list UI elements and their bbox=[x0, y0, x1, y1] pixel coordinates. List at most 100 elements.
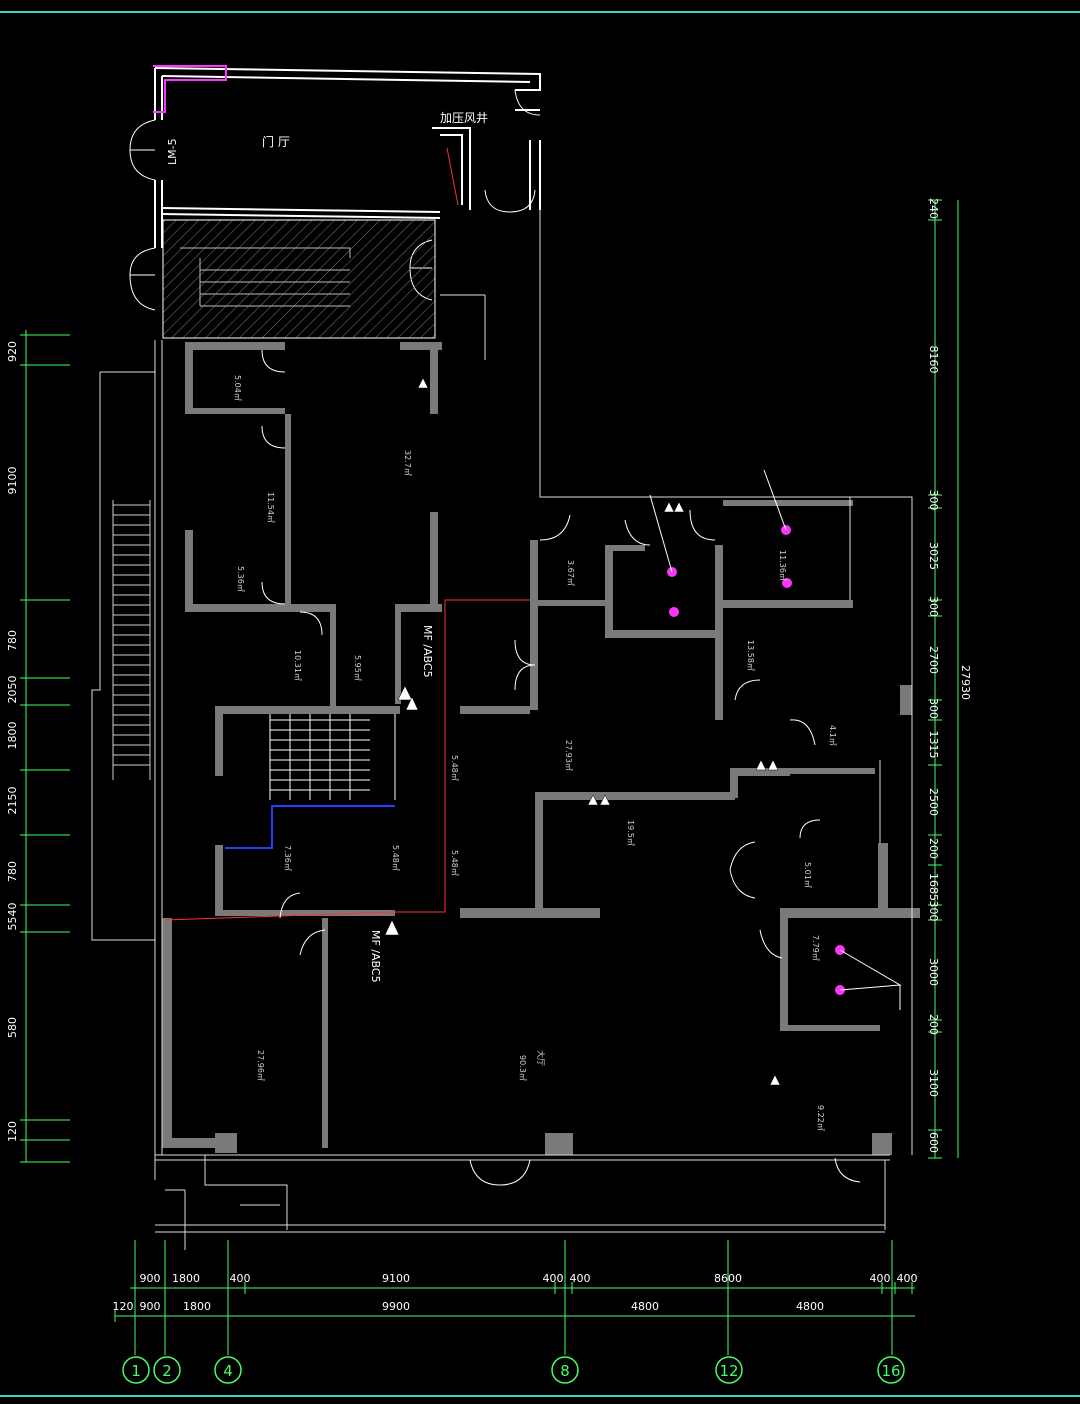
room-area-21: 4.1㎡ bbox=[828, 725, 837, 746]
right-dimension-chain: 2408160300302530027003001315250020016853… bbox=[927, 198, 972, 1159]
bottom-dim-b-4: 4800 bbox=[631, 1300, 659, 1313]
lobby-label: 门 厅 bbox=[262, 134, 290, 149]
room-area-14: 5.48㎡ bbox=[450, 850, 459, 876]
axis-bubble-12 bbox=[715, 1356, 743, 1384]
room-area-13: 5.48㎡ bbox=[391, 845, 400, 871]
bottom-dim-b-5: 4800 bbox=[796, 1300, 824, 1313]
bottom-dim-b-2: 1800 bbox=[183, 1300, 211, 1313]
fm-abc5-label-a: MF /ABC5 bbox=[421, 625, 434, 678]
room-area-19: 90.3㎡ bbox=[518, 1055, 527, 1081]
right-dim-14: 3100 bbox=[927, 1069, 940, 1097]
bottom-dim-b-1: 900 bbox=[140, 1300, 161, 1313]
right-dim-8: 2500 bbox=[927, 788, 940, 816]
room-area-1: 5.04㎡ bbox=[233, 375, 242, 401]
right-dim-10: 1685 bbox=[927, 873, 940, 901]
left-dim-4: 1800 bbox=[6, 722, 19, 750]
lobby-block bbox=[154, 67, 541, 248]
room-area-8: 11.36㎡ bbox=[778, 550, 787, 581]
axis-label-8: 8 bbox=[560, 1362, 570, 1380]
room-area-9: 13.58㎡ bbox=[746, 640, 755, 671]
room-area-3: 11.54㎡ bbox=[266, 492, 275, 523]
bottom-dim-a-3: 9100 bbox=[382, 1272, 410, 1285]
bottom-dim-b-3: 9900 bbox=[382, 1300, 410, 1313]
bottom-dim-a-0: 900 bbox=[140, 1272, 161, 1285]
axis-bubble-4 bbox=[214, 1356, 242, 1384]
interior-doors bbox=[261, 349, 861, 1186]
stair-steps-upper bbox=[180, 247, 351, 307]
room-area-5: 10.31㎡ bbox=[293, 650, 302, 681]
axis-bubble-8 bbox=[551, 1356, 579, 1384]
room-area-16: 5.01㎡ bbox=[803, 862, 812, 888]
left-dim-8: 580 bbox=[6, 1017, 19, 1038]
bottom-dim-a-4: 400 bbox=[543, 1272, 564, 1285]
sprinkler-dots bbox=[667, 525, 845, 995]
left-dimension-chain: 920 9100 780 2050 1800 2150 780 5540 580 120 bbox=[6, 330, 70, 1163]
interior-stair bbox=[269, 714, 396, 800]
bottom-dim-a-6: 8600 bbox=[714, 1272, 742, 1285]
bottom-dim-a-1: 1800 bbox=[172, 1272, 200, 1285]
right-dim-1: 8160 bbox=[927, 346, 940, 374]
right-dim-11: 300 bbox=[927, 901, 940, 922]
axis-label-4: 4 bbox=[223, 1362, 233, 1380]
left-dim-1: 9100 bbox=[6, 467, 19, 495]
right-dim-2: 300 bbox=[927, 490, 940, 511]
exterior-stair bbox=[112, 500, 151, 780]
axis-bubble-16 bbox=[877, 1356, 905, 1384]
bottom-dim-a-5: 400 bbox=[570, 1272, 591, 1285]
room-area-10: 27.93㎡ bbox=[564, 740, 573, 771]
axis-bubble-1 bbox=[122, 1356, 150, 1384]
extinguisher-symbols bbox=[384, 377, 781, 1086]
right-dim-4: 300 bbox=[927, 596, 940, 617]
room-area-12: 19.5㎡ bbox=[626, 820, 635, 846]
sprinkler-leaders bbox=[649, 469, 902, 1010]
fm-abc5-label-b: MF /ABC5 bbox=[369, 930, 382, 983]
right-dim-9: 200 bbox=[927, 838, 940, 859]
right-dim-7: 1315 bbox=[927, 731, 940, 759]
shaft-label: 加压风井 bbox=[440, 111, 488, 125]
room-area-7: 3.67㎡ bbox=[566, 560, 575, 586]
left-dim-6: 780 bbox=[6, 861, 19, 882]
bottom-dim-a-8: 400 bbox=[897, 1272, 918, 1285]
outline-lines bbox=[91, 210, 913, 1250]
axis-label-16: 16 bbox=[881, 1362, 900, 1380]
room-area-20: 9.22㎡ bbox=[816, 1105, 825, 1131]
left-dim-7: 5540 bbox=[6, 903, 19, 931]
axis-label-2: 2 bbox=[162, 1362, 172, 1380]
right-dim-0: 240 bbox=[927, 198, 940, 219]
axis-bubble-2 bbox=[153, 1356, 181, 1384]
bottom-dim-a-7: 400 bbox=[870, 1272, 891, 1285]
left-dim-3: 2050 bbox=[6, 676, 19, 704]
shaft-red-diagonal bbox=[446, 147, 459, 206]
left-dim-2: 780 bbox=[6, 630, 19, 651]
right-dim-12: 3000 bbox=[927, 958, 940, 986]
right-dim-15: 600 bbox=[927, 1132, 940, 1153]
lm5-label: LM-5 bbox=[166, 138, 179, 165]
left-dim-0: 920 bbox=[6, 341, 19, 362]
room-area-15: 7.36㎡ bbox=[283, 845, 292, 871]
lobby-magenta-corner bbox=[153, 65, 227, 113]
room-area-2: 32.7㎡ bbox=[403, 450, 412, 476]
room-area-17: 7.79㎡ bbox=[811, 935, 820, 961]
axis-label-12: 12 bbox=[719, 1362, 738, 1380]
blue-wall-trace bbox=[225, 805, 395, 849]
right-dim-3: 3025 bbox=[927, 542, 940, 570]
room-area-11: 5.48㎡ bbox=[450, 755, 459, 781]
right-dim-5: 2700 bbox=[927, 646, 940, 674]
room-area-6: 5.95㎡ bbox=[353, 655, 362, 681]
stair-hatch-block bbox=[162, 219, 436, 339]
right-dim-13: 200 bbox=[927, 1014, 940, 1035]
right-dim-total: 27930 bbox=[959, 665, 972, 700]
room-hall-label: 大厅 bbox=[536, 1050, 546, 1066]
right-dim-6: 300 bbox=[927, 698, 940, 719]
red-pipe-trace bbox=[164, 599, 530, 921]
room-area-4: 5.36㎡ bbox=[236, 566, 245, 592]
bottom-dim-b-0: 120 bbox=[113, 1300, 134, 1313]
axis-label-1: 1 bbox=[131, 1362, 141, 1380]
main-walls bbox=[162, 342, 920, 1155]
room-area-18: 27.96㎡ bbox=[256, 1050, 265, 1081]
left-dim-5: 2150 bbox=[6, 787, 19, 815]
left-dim-9: 120 bbox=[6, 1121, 19, 1142]
